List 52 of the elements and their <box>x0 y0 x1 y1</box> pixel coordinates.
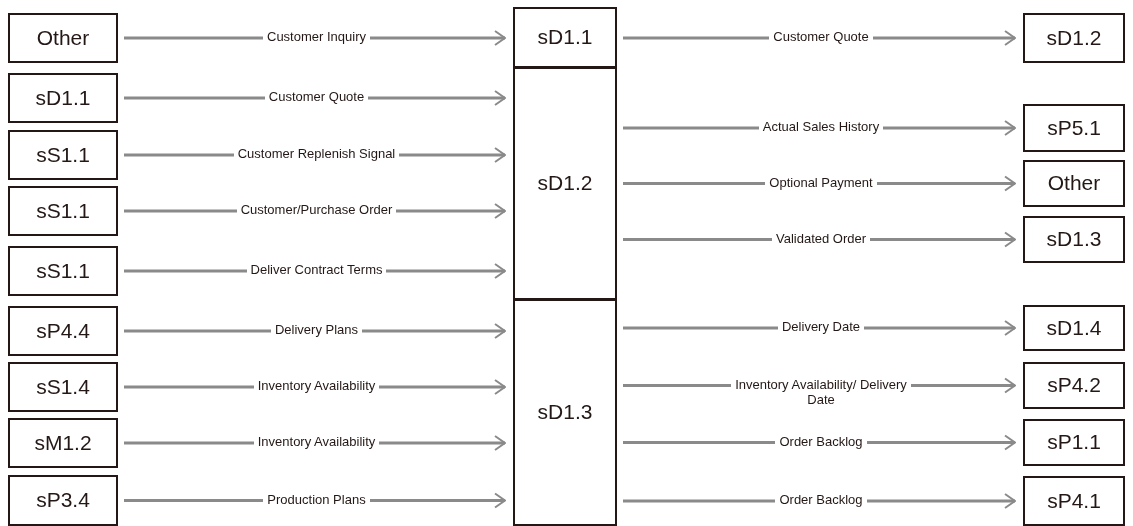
process-box <box>513 67 617 300</box>
node-label: sD1.2 <box>537 170 593 197</box>
node-label: sS1.1 <box>36 197 90 224</box>
process-box <box>8 73 118 123</box>
node-label: sP5.1 <box>1047 114 1101 141</box>
process-box <box>1023 160 1125 207</box>
edge-label: Delivery Plans <box>270 322 363 337</box>
process-box <box>8 362 118 412</box>
node-label: sP3.4 <box>36 487 90 514</box>
node-label: sP4.2 <box>1047 372 1101 399</box>
node-label: sP4.1 <box>1047 487 1101 514</box>
edge-label: Actual Sales History <box>758 119 884 134</box>
process-box <box>1023 216 1125 263</box>
node-label: Other <box>1047 170 1101 197</box>
process-box <box>8 306 118 356</box>
process-box <box>8 246 118 296</box>
process-box <box>8 418 118 468</box>
process-box <box>513 299 617 526</box>
edge-label: Customer Replenish Signal <box>233 146 400 161</box>
node-label: sS1.1 <box>36 141 90 168</box>
node-label: sS1.4 <box>36 373 90 400</box>
process-box <box>8 475 118 526</box>
node-label: sD1.4 <box>1046 314 1102 341</box>
process-box <box>1023 13 1125 63</box>
process-box <box>1023 419 1125 466</box>
edge-label: Order Backlog <box>775 492 867 507</box>
edge-label: Customer Quote <box>264 89 369 104</box>
process-box <box>513 7 617 68</box>
process-box <box>1023 104 1125 152</box>
node-label: Other <box>36 24 90 51</box>
edge-label: Delivery Date <box>778 319 864 334</box>
process-box <box>1023 476 1125 526</box>
process-box <box>1023 362 1125 409</box>
edge-label: Inventory Availability <box>253 378 380 393</box>
node-label: sD1.1 <box>537 24 593 51</box>
edge-label: Inventory Availability <box>253 434 380 449</box>
node-label: sD1.3 <box>537 399 593 426</box>
node-label: sD1.1 <box>35 84 91 111</box>
node-label: sP4.4 <box>36 317 90 344</box>
node-label: sD1.3 <box>1046 226 1102 253</box>
process-box <box>8 186 118 236</box>
process-box <box>8 13 118 63</box>
process-box <box>1023 305 1125 351</box>
edge-label: Customer/Purchase Order <box>236 202 397 217</box>
edge-label: Customer Quote <box>769 29 873 44</box>
node-label: sP1.1 <box>1047 429 1101 456</box>
node-label: sS1.1 <box>36 257 90 284</box>
process-box <box>8 130 118 180</box>
edge-label: Deliver Contract Terms <box>246 262 387 277</box>
edge-label: Customer Inquiry <box>263 29 370 44</box>
node-label: sD1.2 <box>1046 24 1102 51</box>
node-label: sM1.2 <box>34 429 92 456</box>
